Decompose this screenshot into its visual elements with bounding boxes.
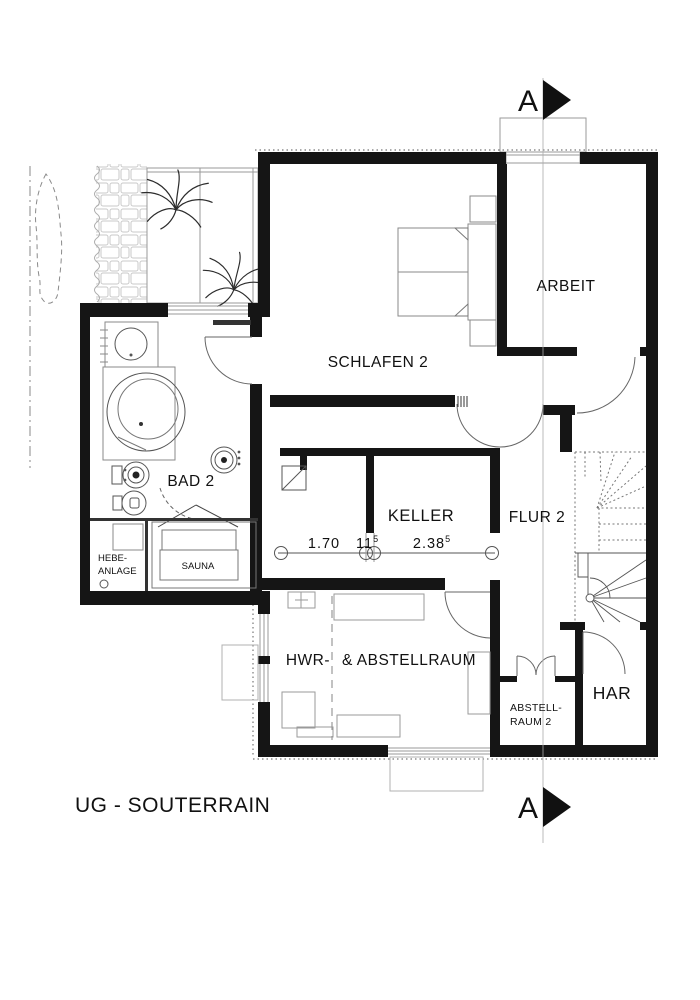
plan-title: UG - SOUTERRAIN — [75, 794, 270, 817]
hebeanlage-unit — [99, 523, 144, 589]
double-bed — [397, 195, 497, 347]
dimension-line — [274, 533, 499, 562]
room-label-hwr-part2: & ABSTELLRAUM — [342, 652, 476, 669]
room-label-flur-2: FLUR 2 — [509, 509, 565, 526]
room-label-hebeanlage-line1: HEBE- — [98, 553, 127, 564]
door-arcs — [157, 336, 636, 676]
dimension-label-2-value: 11 — [356, 536, 373, 552]
room-label-abstellraum-2-line1: ABSTELL- — [510, 702, 562, 714]
staircase — [574, 451, 647, 623]
palm-tree-1 — [141, 169, 213, 230]
site-boundary-lines — [29, 166, 63, 468]
section-arrow-top — [543, 80, 571, 120]
room-label-keller: KELLER — [388, 507, 454, 525]
windows — [168, 305, 490, 792]
stone-wall — [94, 164, 147, 304]
sauna-room — [90, 518, 258, 591]
room-label-abstellraum-2-line2: RAUM 2 — [510, 716, 551, 728]
whirlpool-tub — [102, 366, 186, 461]
insulation-dotted-lines — [252, 149, 658, 760]
room-label-hebeanlage-line2: ANLAGE — [98, 566, 137, 577]
toilet — [111, 461, 150, 489]
section-label-top: A — [518, 85, 538, 118]
section-line — [542, 78, 571, 843]
room-label-bad-2: BAD 2 — [167, 473, 214, 490]
dimension-label-3: 2.385 — [413, 534, 451, 552]
dimension-label-3-value: 2.38 — [413, 536, 445, 552]
shower-fixture — [210, 446, 241, 474]
dimension-label-2-sup: 5 — [373, 534, 379, 544]
bidet — [112, 490, 147, 516]
room-label-arbeit: ARBEIT — [537, 278, 596, 295]
bathroom-fixtures — [100, 321, 241, 516]
room-label-hwr-part1: HWR- — [286, 652, 330, 669]
section-arrow-bottom — [543, 787, 571, 827]
room-label-schlafen-2: SCHLAFEN 2 — [328, 354, 429, 371]
room-label-har: HAR — [593, 683, 631, 703]
dimension-label-2: 115 — [356, 534, 379, 552]
room-label-sauna: SAUNA — [182, 561, 215, 572]
shaft-symbol — [281, 465, 307, 491]
hwr-furniture — [281, 591, 491, 740]
washbasin — [100, 321, 159, 368]
dimension-label-1: 1.70 — [308, 536, 340, 552]
section-label-bottom: A — [518, 792, 538, 825]
dimension-label-3-sup: 5 — [445, 534, 451, 544]
